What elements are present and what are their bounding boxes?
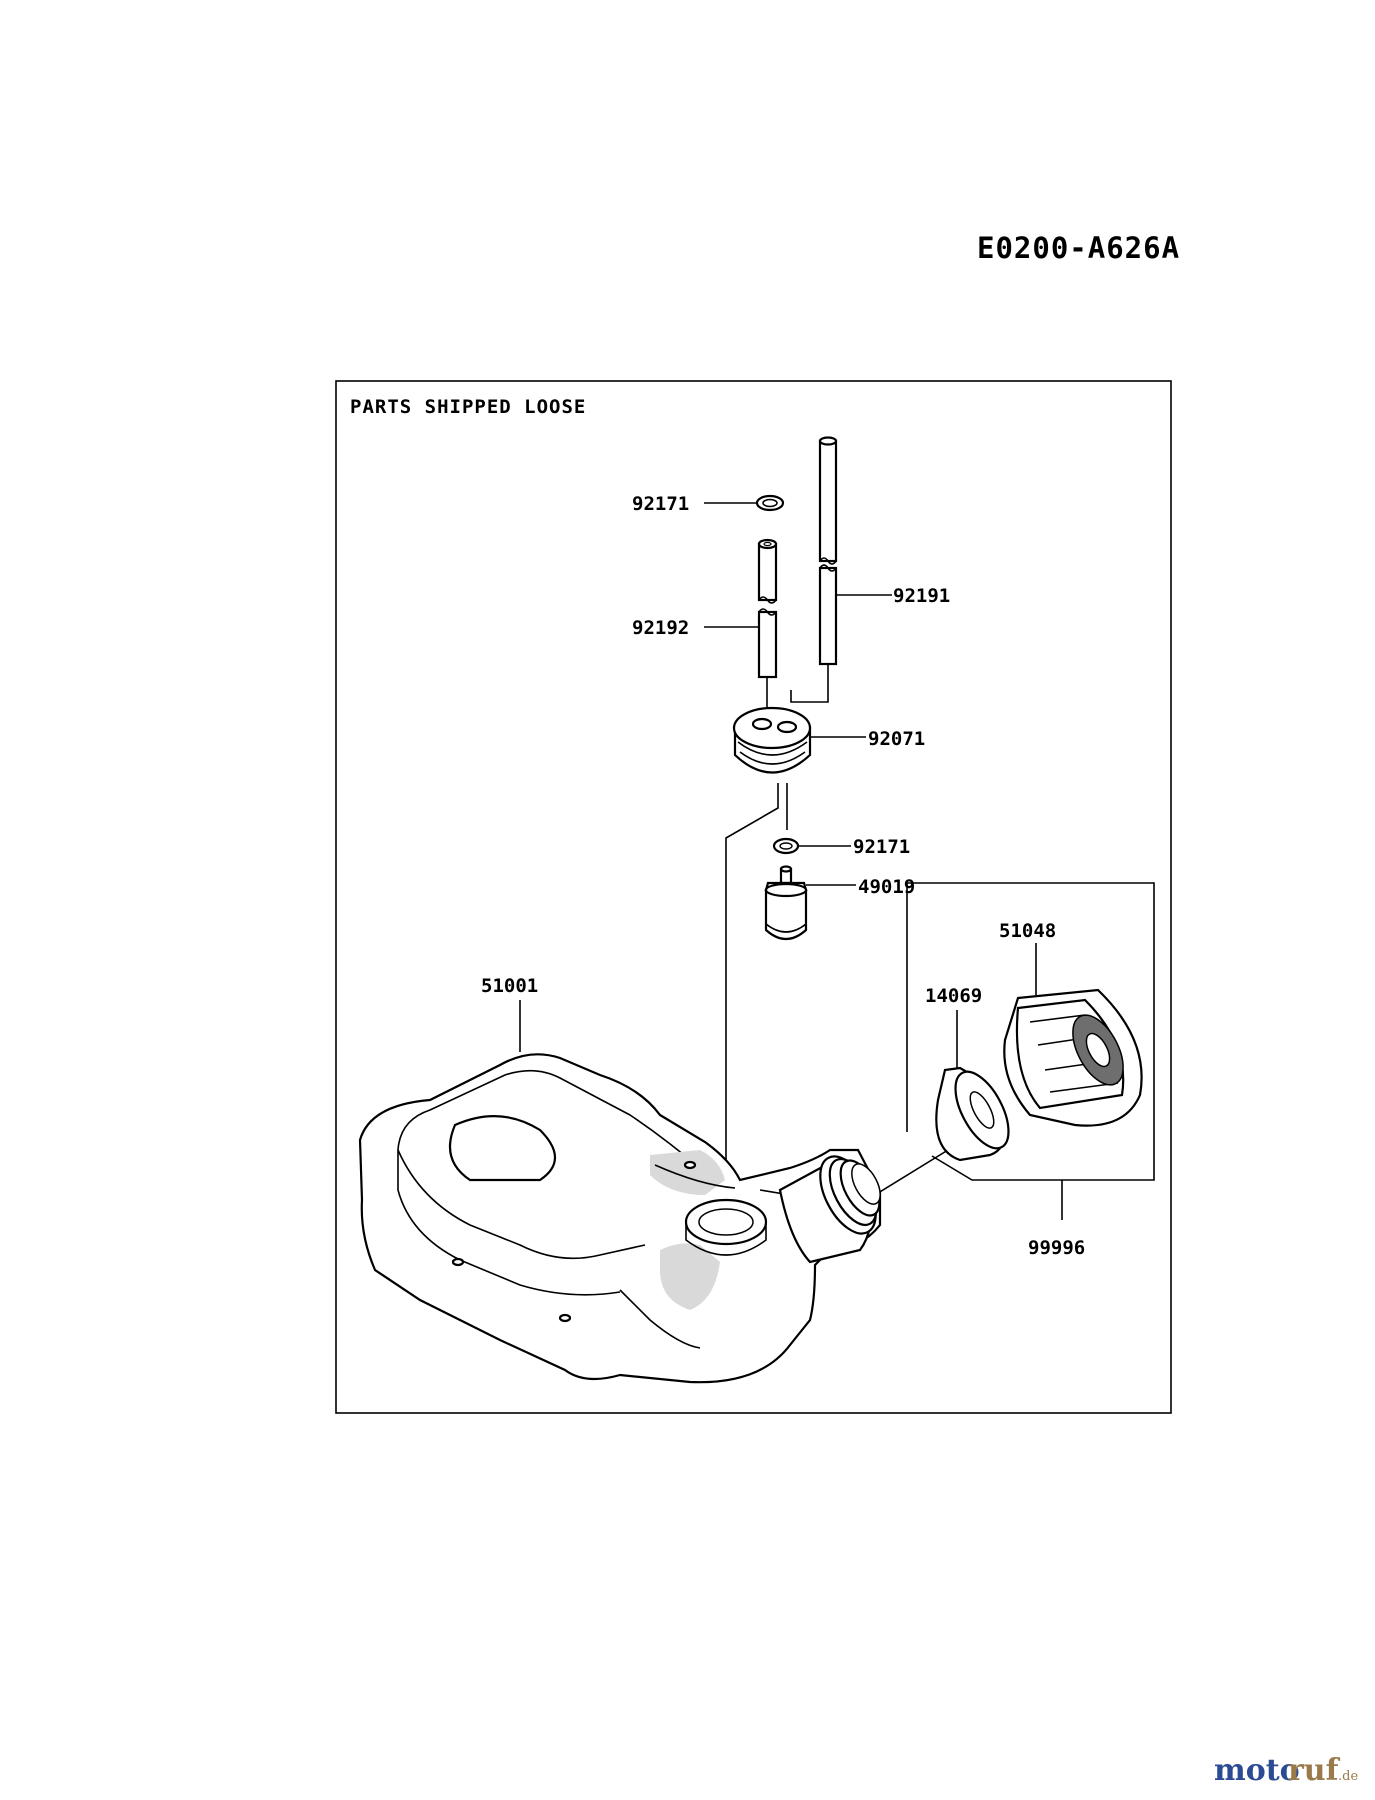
grommet-part <box>732 706 812 774</box>
cap-gasket-part <box>935 1066 1010 1162</box>
label-92192: 92192 <box>632 617 689 639</box>
tube-short-part <box>757 538 778 679</box>
label-92071: 92071 <box>868 728 925 750</box>
clip-lower-part <box>772 837 800 855</box>
clip-top-part <box>755 494 785 512</box>
label-51001: 51001 <box>481 975 538 997</box>
tube-long-part <box>818 436 838 666</box>
label-14069: 14069 <box>925 985 982 1007</box>
watermark-moto: moto <box>1214 1753 1300 1788</box>
label-92171-lower: 92171 <box>853 836 910 858</box>
watermark-tld: .de <box>1338 1769 1358 1784</box>
fuel-tank-part <box>358 1053 882 1384</box>
frame-title: PARTS SHIPPED LOOSE <box>350 396 586 418</box>
diagram-code: E0200-A626A <box>977 231 1180 265</box>
diagram-frame <box>335 380 1172 1414</box>
watermark-ruf: ruf <box>1288 1753 1341 1788</box>
watermark-logo: moto ruf .de <box>1214 1753 1358 1788</box>
label-49019: 49019 <box>858 876 915 898</box>
label-51048: 51048 <box>999 920 1056 942</box>
label-92171-top: 92171 <box>632 493 689 515</box>
label-99996: 99996 <box>1028 1237 1085 1259</box>
fuel-filter-part <box>764 865 808 941</box>
fuel-cap-part <box>1003 988 1143 1127</box>
label-92191: 92191 <box>893 585 950 607</box>
